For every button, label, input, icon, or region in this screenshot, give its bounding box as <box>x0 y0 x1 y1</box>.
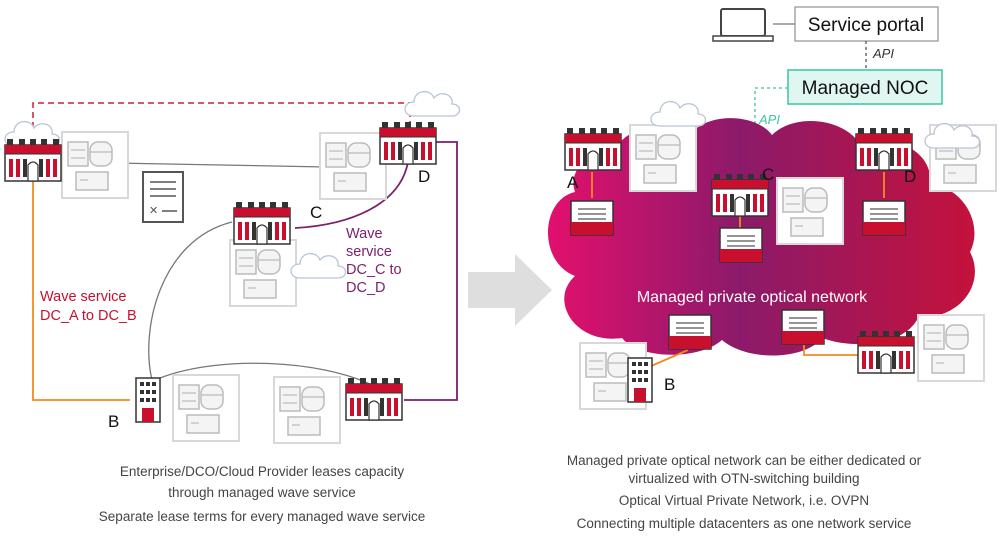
right-router-c-icon <box>711 173 769 217</box>
svg-text:✕: ✕ <box>149 205 158 217</box>
dashed-link-a-d <box>32 102 411 138</box>
right-terminal-c-icon <box>719 227 763 263</box>
left-label-d: D <box>418 167 430 186</box>
service-portal-box: Service portal <box>794 6 939 42</box>
servers-a <box>61 131 129 199</box>
right-servers-a <box>629 124 697 192</box>
router-d-icon <box>379 121 437 165</box>
wave-cd-line-2: service <box>346 244 392 260</box>
right-caption-4: Connecting multiple datacenters as one n… <box>577 516 912 531</box>
servers-c <box>229 239 297 307</box>
router-c-icon <box>233 201 291 245</box>
link-c-b <box>148 221 233 381</box>
service-portal-label: Service portal <box>808 15 924 36</box>
managed-noc-box: Managed NOC <box>787 69 943 105</box>
router-a-icon <box>4 138 62 182</box>
right-panel: Service portal API Managed NOC API <box>547 6 997 531</box>
wave-link-a-b <box>32 180 130 401</box>
wave-cd-line-1: Wave <box>346 226 383 242</box>
left-label-b: B <box>108 412 119 431</box>
network-label: Managed private optical network <box>637 289 868 306</box>
servers-b <box>172 374 240 442</box>
office-b-icon <box>135 377 161 423</box>
wave-ab-line-1: Wave service <box>40 289 126 305</box>
cloud-c-icon <box>290 252 347 279</box>
transition-arrow-icon <box>468 254 552 326</box>
right-terminal-b-icon <box>668 314 712 350</box>
link-b-e <box>159 362 373 386</box>
wave-link-d-e <box>404 141 458 401</box>
right-caption-3: Optical Virtual Private Network, i.e. OV… <box>619 493 869 508</box>
right-servers-e <box>917 314 985 382</box>
right-label-d: D <box>904 167 916 186</box>
right-label-a: A <box>567 173 579 192</box>
cloud-d-icon <box>404 90 461 117</box>
right-caption-2: virtualized with OTN-switching building <box>628 471 859 486</box>
contract-document-icon: ✕ <box>142 171 184 223</box>
right-router-e-icon <box>857 330 915 374</box>
servers-d <box>319 132 387 200</box>
left-label-c: C <box>310 203 322 222</box>
right-terminal-e-icon <box>781 309 825 345</box>
router-e-icon <box>345 377 403 421</box>
laptop-icon <box>712 8 774 42</box>
right-terminal-d-icon <box>862 200 906 236</box>
right-label-c: C <box>762 165 774 184</box>
right-terminal-a-icon <box>570 200 614 236</box>
api-label-noc: API <box>758 112 780 127</box>
left-panel: ✕ D C B Wave service DC_A to DC_B Wave s… <box>4 90 461 524</box>
servers-e <box>273 376 341 444</box>
right-cloud-a-icon <box>650 100 707 127</box>
wave-ab-line-2: DC_A to DC_B <box>40 308 137 324</box>
wave-link-c-d <box>294 161 409 229</box>
right-router-d-icon <box>855 127 913 171</box>
left-caption-2: through managed wave service <box>168 485 356 500</box>
wave-cd-line-4: DC_D <box>346 280 385 296</box>
right-router-a-icon <box>564 127 622 171</box>
left-caption-3: Separate lease terms for every managed w… <box>99 509 425 524</box>
managed-noc-label: Managed NOC <box>802 78 929 99</box>
right-label-b: B <box>664 375 675 394</box>
left-caption-1: Enterprise/DCO/Cloud Provider leases cap… <box>120 464 405 479</box>
right-caption-1: Managed private optical network can be e… <box>567 453 922 468</box>
api-label-portal: API <box>872 46 894 61</box>
right-servers-c <box>776 177 844 245</box>
right-office-b-icon <box>627 357 653 403</box>
wave-cd-line-3: DC_C to <box>346 262 402 278</box>
